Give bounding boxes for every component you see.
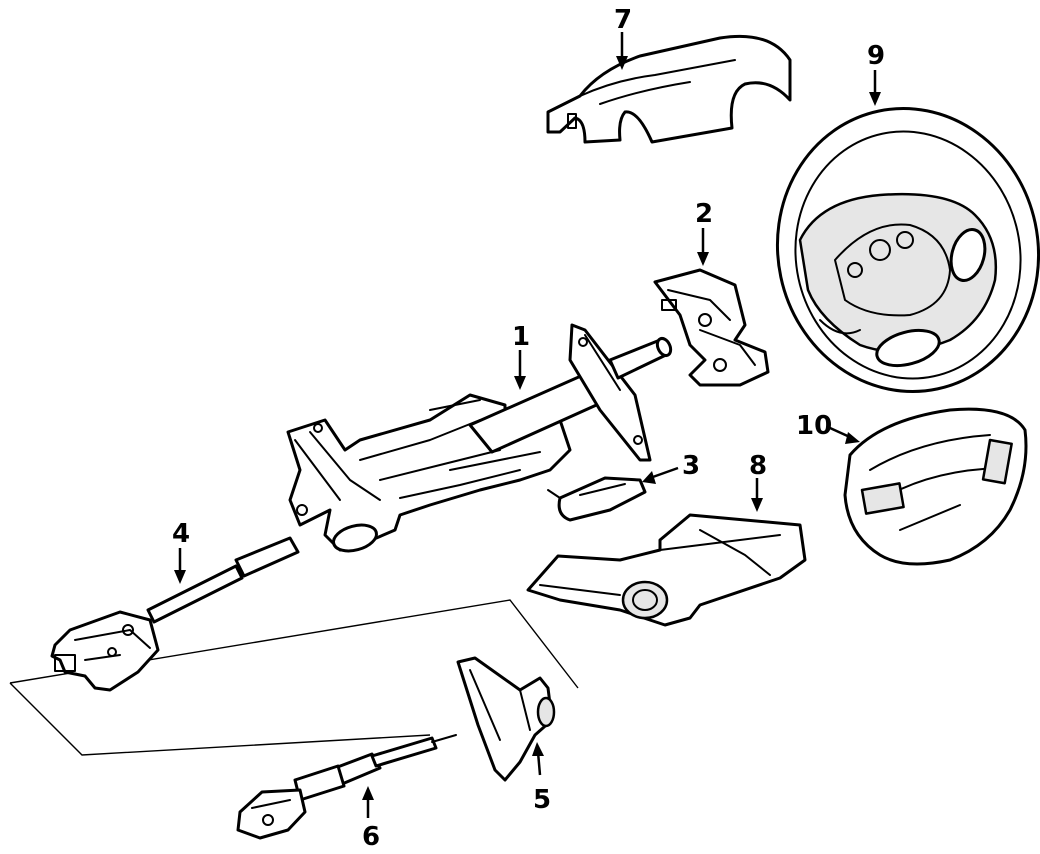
callout-3: 3 bbox=[682, 451, 700, 481]
part-5-boot-seal bbox=[456, 656, 556, 782]
lower-shaft-group-outline bbox=[9, 599, 579, 756]
callout-5: 5 bbox=[533, 785, 551, 815]
callout-7: 7 bbox=[614, 5, 632, 35]
part-8-lower-column-cover bbox=[526, 513, 807, 627]
part-1-steering-column bbox=[286, 323, 673, 553]
part-2-ignition-lock-housing bbox=[653, 268, 770, 387]
part-10-air-bag bbox=[843, 407, 1028, 566]
callout-2: 2 bbox=[695, 199, 713, 229]
callout-8: 8 bbox=[749, 451, 767, 481]
callout-6: 6 bbox=[362, 822, 380, 852]
part-7-upper-column-cover bbox=[546, 34, 792, 144]
callout-9: 9 bbox=[867, 41, 885, 71]
part-9-steering-wheel bbox=[775, 106, 1040, 394]
callout-10: 10 bbox=[796, 411, 832, 441]
callout-4: 4 bbox=[172, 519, 190, 549]
part-6-lower-shaft bbox=[236, 734, 457, 840]
callout-1: 1 bbox=[512, 322, 530, 352]
part-4-intermediate-shaft bbox=[50, 536, 300, 692]
leader-arrows bbox=[174, 32, 881, 818]
part-3-switch bbox=[547, 476, 647, 522]
